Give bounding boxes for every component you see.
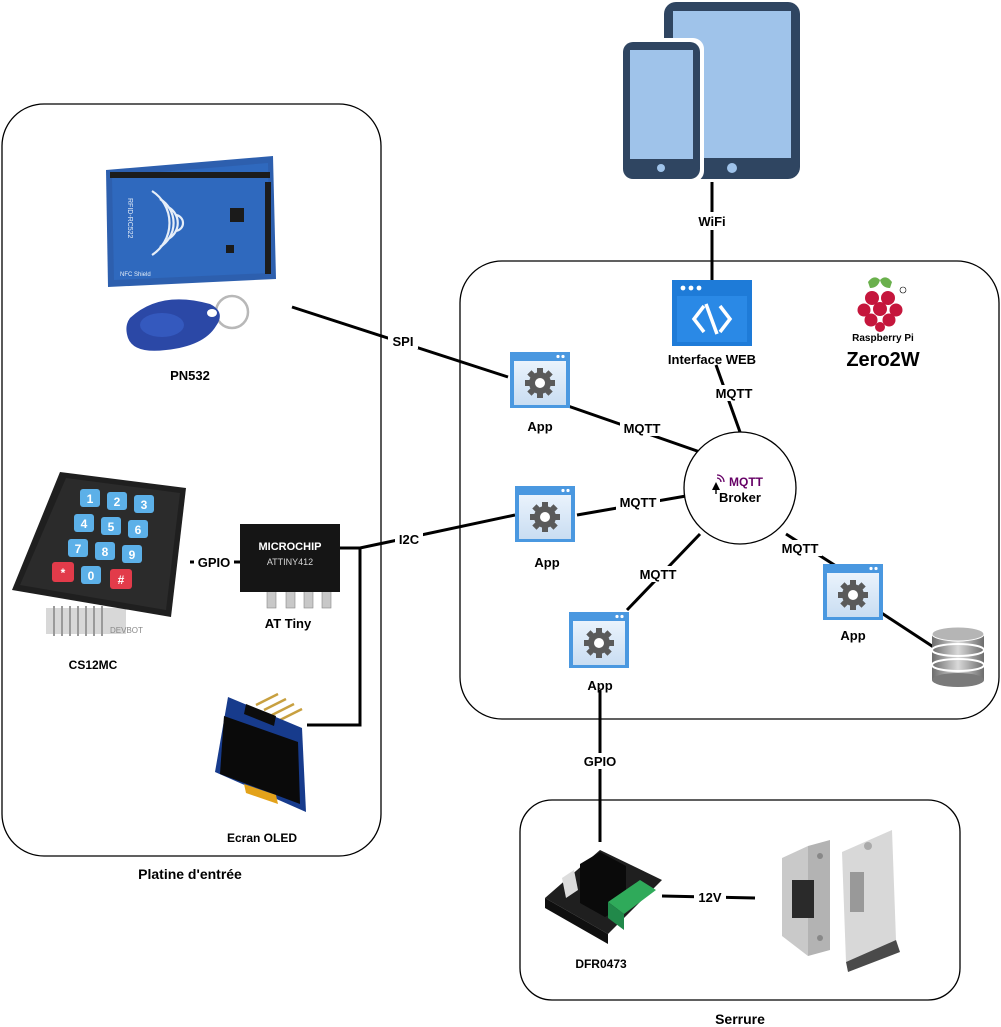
entry-board-title: Platine d'entrée — [138, 866, 242, 882]
key-5: 5 — [108, 520, 115, 534]
key-1: 1 — [87, 492, 94, 506]
raspberry-pi-brand: Raspberry Pi — [852, 333, 914, 344]
attiny-chip-icon: MICROCHIP ATTINY412 — [240, 524, 340, 609]
key-4: 4 — [81, 517, 88, 531]
mqtt-broker-node — [683, 431, 797, 545]
wifi-label: WiFi — [698, 214, 725, 229]
db-link — [879, 610, 936, 650]
rfid-board-text: RFID-RC522 — [126, 198, 133, 239]
lock-title: Serrure — [715, 1011, 765, 1027]
raspberry-pi-model: Zero2W — [846, 349, 919, 371]
electric-strike-lock-icon — [782, 830, 900, 972]
database-icon — [931, 626, 985, 687]
chip-part-text: ATTINY412 — [267, 557, 313, 567]
mqtt-logo-text: MQTT — [729, 475, 764, 489]
relay-label: DFR0473 — [575, 957, 627, 971]
raspberry-pi-group — [459, 260, 1000, 720]
i2c-oled-branch — [307, 548, 362, 727]
key-8: 8 — [102, 545, 109, 559]
mqtt-app3-label: MQTT — [640, 567, 677, 582]
app-i2c-icon — [515, 486, 575, 542]
key-6: 6 — [135, 523, 142, 537]
key-star: * — [61, 566, 66, 580]
app-gpio-label: App — [587, 678, 612, 693]
spi-label: SPI — [393, 334, 414, 349]
mqtt-app2-label: MQTT — [620, 495, 657, 510]
i2c-label: I2C — [399, 532, 420, 547]
app-i2c-label: App — [534, 555, 559, 570]
key-3: 3 — [141, 498, 148, 512]
key-hash: # — [118, 573, 125, 587]
mqtt-web-label: MQTT — [716, 386, 753, 401]
raspberry-pi-logo — [857, 277, 907, 332]
key-9: 9 — [129, 548, 136, 562]
mqtt-logo-icon — [712, 474, 725, 494]
v12-label: 12V — [698, 890, 721, 905]
key-0: 0 — [88, 569, 95, 583]
keypad-label: CS12MC — [69, 658, 118, 672]
chip-brand-text: MICROCHIP — [259, 541, 322, 553]
broker-label: Broker — [719, 490, 761, 505]
web-interface-label: Interface WEB — [668, 352, 756, 367]
key-7: 7 — [75, 542, 82, 556]
attiny-label: AT Tiny — [265, 616, 312, 631]
app-gpio-icon — [569, 612, 629, 668]
key-2: 2 — [114, 495, 121, 509]
pn532-rfid-board-icon: RFID-RC522 NFC Shield — [106, 156, 276, 287]
nfc-shield-text: NFC Shield — [120, 272, 151, 278]
app-db-icon — [823, 564, 883, 620]
tablet-phone-icon — [618, 2, 800, 182]
pn532-label: PN532 — [170, 368, 210, 383]
mqtt-app4-label: MQTT — [782, 541, 819, 556]
gpio-relay-label: GPIO — [584, 754, 617, 769]
i2c-bus — [340, 513, 516, 550]
app-db-label: App — [840, 628, 865, 643]
oled-display-icon — [215, 692, 306, 812]
entry-board-group — [1, 103, 382, 857]
keypad-brand-text: DEVBOT — [110, 626, 143, 635]
gpio-keypad-label: GPIO — [198, 555, 231, 570]
app-rfid-icon — [510, 352, 570, 408]
app-rfid-label: App — [527, 419, 552, 434]
relay-module-icon — [545, 850, 662, 944]
web-interface-icon — [672, 280, 752, 346]
rfid-key-fob-icon — [126, 294, 250, 351]
oled-label: Ecran OLED — [227, 831, 297, 845]
mqtt-app1-label: MQTT — [624, 421, 661, 436]
keypad-keys — [52, 489, 154, 589]
lock-group — [519, 799, 961, 1001]
